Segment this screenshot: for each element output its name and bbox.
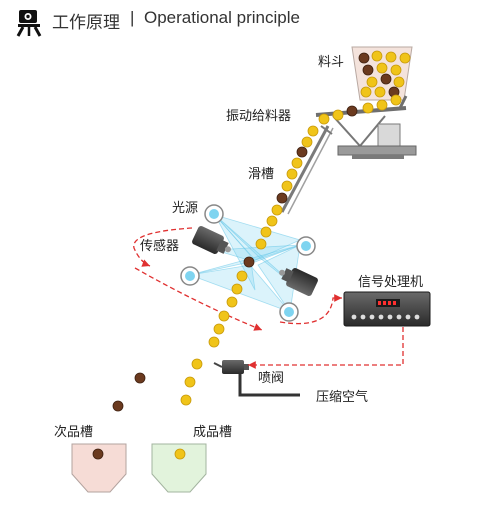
good-grain [307, 125, 319, 137]
signal-lines [133, 227, 404, 369]
lamp-bottom-right [279, 302, 299, 322]
label-processor: 信号处理机 [358, 275, 423, 290]
light-beams [188, 214, 302, 314]
good-grain [376, 99, 388, 111]
good-grain [291, 157, 303, 169]
good-grain [174, 448, 186, 460]
good-grain [208, 336, 220, 348]
header-separator: | [130, 8, 135, 27]
label-sensor: 传感器 [140, 238, 179, 254]
good-grain [385, 51, 397, 63]
defective-grain [243, 256, 255, 268]
label-accept-bin: 成品槽 [193, 425, 232, 440]
good-grain [286, 168, 298, 180]
good-grain [390, 94, 402, 106]
lamp-right [296, 236, 316, 256]
good-grain [236, 270, 248, 282]
label-valve: 喷阀 [258, 371, 284, 386]
accept-bin [151, 443, 207, 493]
good-grain [366, 76, 378, 88]
label-hopper: 料斗 [318, 55, 344, 70]
good-grain [376, 62, 388, 74]
sensor-camera-left [192, 226, 231, 254]
header-title-en: Operational principle [144, 8, 300, 27]
defective-grain [276, 192, 288, 204]
camera-logo-icon [16, 10, 42, 37]
label-chute: 滑槽 [248, 167, 274, 182]
good-grain [281, 180, 293, 192]
defective-grain [296, 146, 308, 158]
defective-grain [134, 372, 146, 384]
header: 工作原理 | Operational principle [0, 0, 500, 44]
vibratory-feeder [315, 95, 417, 159]
defective-grain [112, 400, 124, 412]
defective-grain [358, 52, 370, 64]
good-grain [399, 52, 411, 64]
good-grain [371, 50, 383, 62]
good-grain [362, 102, 374, 114]
good-grain [266, 215, 278, 227]
good-grain [191, 358, 203, 370]
grains [92, 50, 411, 460]
signal-processor [343, 291, 431, 327]
good-grain [184, 376, 196, 388]
good-grain [218, 310, 230, 322]
good-grain [360, 86, 372, 98]
good-grain [271, 204, 283, 216]
label-feeder: 振动给料器 [226, 109, 291, 124]
good-grain [255, 238, 267, 250]
defective-grain [362, 64, 374, 76]
lamp-top-left [204, 204, 224, 224]
good-grain [332, 109, 344, 121]
good-grain [226, 296, 238, 308]
good-grain [231, 283, 243, 295]
good-grain [180, 394, 192, 406]
sensor-camera-right [279, 268, 318, 296]
good-grain [393, 76, 405, 88]
reject-bin [71, 443, 127, 493]
good-grain [318, 113, 330, 125]
lamp-left [180, 266, 200, 286]
chute [280, 125, 334, 215]
header-title-cn: 工作原理 [52, 13, 120, 32]
good-grain [301, 136, 313, 148]
defective-grain [380, 73, 392, 85]
defective-grain [92, 448, 104, 460]
good-grain [213, 323, 225, 335]
good-grain [260, 226, 272, 238]
ejector-valve [213, 360, 300, 397]
label-air: 压缩空气 [316, 389, 368, 405]
defective-grain [346, 105, 358, 117]
label-light-source: 光源 [172, 201, 198, 216]
good-grain [390, 64, 402, 76]
label-reject-bin: 次品槽 [54, 424, 93, 440]
good-grain [374, 86, 386, 98]
